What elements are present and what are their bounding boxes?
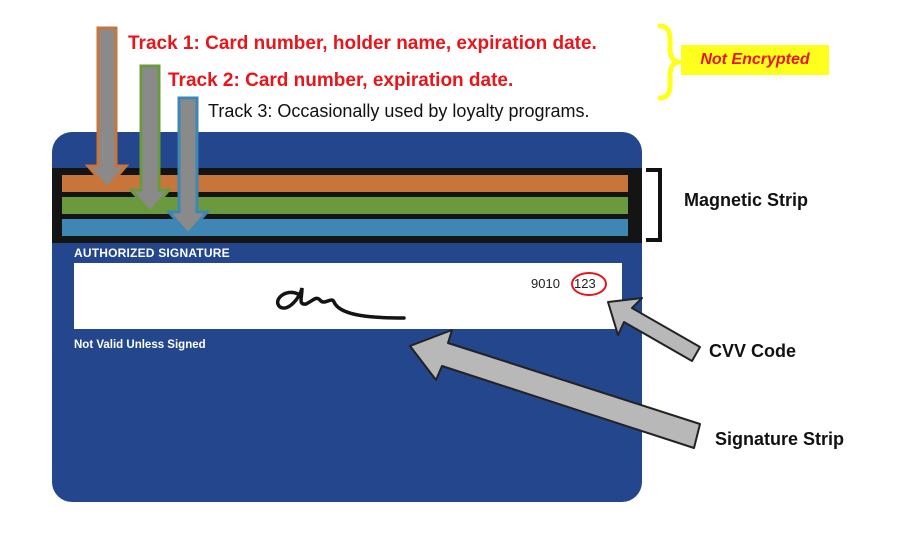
bracket-icon bbox=[646, 170, 660, 240]
card-last-digits: 9010 bbox=[531, 276, 560, 291]
track1-label: Track 1: Card number, holder name, expir… bbox=[128, 33, 597, 55]
cvv-number: 123 bbox=[574, 276, 596, 291]
track2-label: Track 2: Card number, expiration date. bbox=[168, 70, 513, 92]
not-encrypted-badge: Not Encrypted bbox=[681, 45, 829, 75]
signature-strip-label: Signature Strip bbox=[715, 429, 844, 450]
track3-band bbox=[62, 219, 628, 236]
magnetic-strip-label: Magnetic Strip bbox=[684, 190, 808, 211]
signature-panel bbox=[74, 263, 622, 329]
authorized-signature-text: AUTHORIZED SIGNATURE bbox=[74, 246, 230, 260]
cvv-code-label: CVV Code bbox=[709, 341, 796, 362]
brace-icon bbox=[660, 26, 678, 98]
not-valid-unless-signed-text: Not Valid Unless Signed bbox=[74, 339, 206, 351]
track3-label: Track 3: Occasionally used by loyalty pr… bbox=[208, 101, 589, 122]
